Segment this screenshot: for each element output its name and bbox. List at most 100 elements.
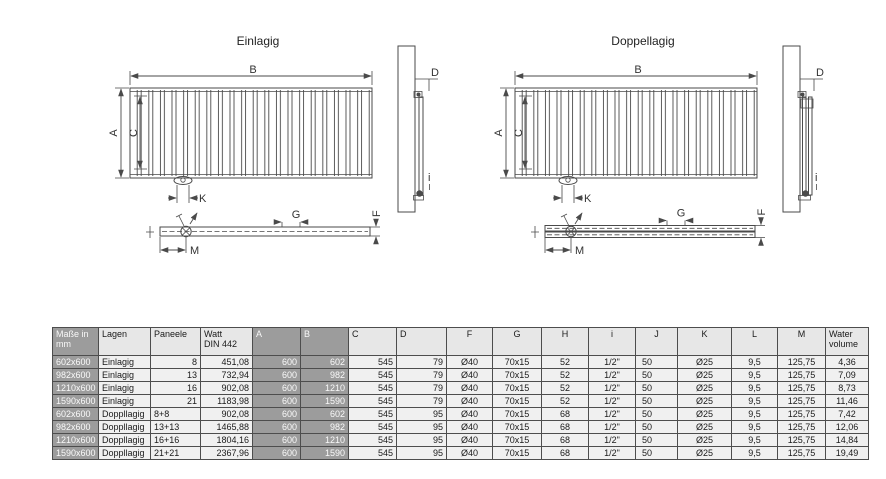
plan-valve <box>560 212 583 238</box>
front-view: B A C K <box>108 64 373 205</box>
table-cell: 95 <box>396 446 447 460</box>
table-cell: 79 <box>396 368 447 382</box>
table-cell: 9,5 <box>731 368 778 382</box>
table-cell: 95 <box>396 420 447 434</box>
table-cell: 545 <box>348 407 397 421</box>
column-header: Lagen <box>98 327 151 356</box>
einlagig-diagram: Einlagig B A C K <box>108 34 439 257</box>
table-cell: 1183,98 <box>200 394 253 408</box>
table-cell: 1210 <box>300 381 349 395</box>
table-cell: 70x15 <box>492 446 542 460</box>
table-cell: 125,75 <box>777 433 826 447</box>
column-header: C <box>348 327 397 356</box>
table-cell: 982x600 <box>52 368 99 382</box>
table-cell: 600 <box>252 407 301 421</box>
table-cell: 50 <box>635 368 678 382</box>
table-cell: 1210x600 <box>52 381 99 395</box>
table-cell: 19,49 <box>825 446 869 460</box>
dim-label-f: F <box>756 209 768 216</box>
table-cell: Ø40 <box>446 355 493 369</box>
table-cell: 21 <box>150 394 201 408</box>
dim-label-c: C <box>513 129 525 137</box>
column-header: Maße in mm <box>52 327 99 356</box>
table-cell: Ø40 <box>446 394 493 408</box>
table-cell: 125,75 <box>777 394 826 408</box>
dim-label-g: G <box>677 208 686 220</box>
table-cell: Ø40 <box>446 381 493 395</box>
dim-label-d: D <box>431 67 439 79</box>
table-cell: 1/2" <box>588 446 636 460</box>
plan-view: M G F <box>146 209 383 257</box>
table-cell: 1590 <box>300 446 349 460</box>
table-cell: 9,5 <box>731 446 778 460</box>
side-view: D i <box>397 45 439 213</box>
table-cell: 79 <box>396 394 447 408</box>
table-cell: 600 <box>252 355 301 369</box>
table-cell: 50 <box>635 381 678 395</box>
table-cell: Ø40 <box>446 420 493 434</box>
table-cell: 13 <box>150 368 201 382</box>
table-cell: 7,09 <box>825 368 869 382</box>
table-cell: 545 <box>348 420 397 434</box>
table-cell: 1210x600 <box>52 433 99 447</box>
top-bracket <box>413 91 423 98</box>
column-header: Paneele <box>150 327 201 356</box>
table-cell: 982 <box>300 420 349 434</box>
side-view: D i <box>782 45 824 213</box>
table-cell: 21+21 <box>150 446 201 460</box>
table-cell: Ø40 <box>446 368 493 382</box>
table-cell: 70x15 <box>492 420 542 434</box>
column-header: Watt DIN 442 <box>200 327 253 356</box>
table-cell: 68 <box>541 420 589 434</box>
table-cell: 1/2" <box>588 394 636 408</box>
column-header: Water volume <box>825 327 869 356</box>
dim-label-i: i <box>815 172 817 184</box>
column-header: F <box>446 327 493 356</box>
table-cell: 79 <box>396 355 447 369</box>
table-cell: 12,06 <box>825 420 869 434</box>
table-cell: 68 <box>541 407 589 421</box>
table-cell: 11,46 <box>825 394 869 408</box>
table-cell: 1/2" <box>588 381 636 395</box>
table-cell: 125,75 <box>777 381 826 395</box>
table-cell: 902,08 <box>200 381 253 395</box>
table-cell: 95 <box>396 407 447 421</box>
diagram-title: Einlagig <box>237 34 280 48</box>
table-cell: 13+13 <box>150 420 201 434</box>
table-cell: 52 <box>541 368 589 382</box>
table-cell: Ø25 <box>677 420 732 434</box>
table-cell: 1/2" <box>588 368 636 382</box>
bottom-bracket <box>798 190 811 201</box>
dim-label-c: C <box>128 129 140 137</box>
table-cell: Ø25 <box>677 407 732 421</box>
table-cell: Doppllagig <box>98 407 151 421</box>
diagram-title: Doppellagig <box>611 34 674 48</box>
table-cell: 1/2" <box>588 420 636 434</box>
table-cell: 9,5 <box>731 420 778 434</box>
table-cell: 1465,88 <box>200 420 253 434</box>
table-cell: 602 <box>300 407 349 421</box>
dim-label-i: i <box>428 172 430 184</box>
column-header: M <box>777 327 826 356</box>
dim-label-m: M <box>190 245 199 257</box>
table-cell: 9,5 <box>731 355 778 369</box>
table-cell: 70x15 <box>492 355 542 369</box>
table-cell: 600 <box>252 420 301 434</box>
table-cell: 545 <box>348 394 397 408</box>
table-cell: 9,5 <box>731 433 778 447</box>
table-cell: Doppllagig <box>98 433 151 447</box>
plan-valve <box>175 212 198 238</box>
table-cell: Einlagig <box>98 381 151 395</box>
doppellagig-diagram: Doppellagig B A C K D <box>493 34 824 257</box>
table-cell: 125,75 <box>777 407 826 421</box>
table-cell: 70x15 <box>492 433 542 447</box>
table-cell: 50 <box>635 394 678 408</box>
table-cell: Ø25 <box>677 446 732 460</box>
table-cell: 982 <box>300 368 349 382</box>
table-cell: 902,08 <box>200 407 253 421</box>
table-cell: 16 <box>150 381 201 395</box>
table-cell: 68 <box>541 446 589 460</box>
